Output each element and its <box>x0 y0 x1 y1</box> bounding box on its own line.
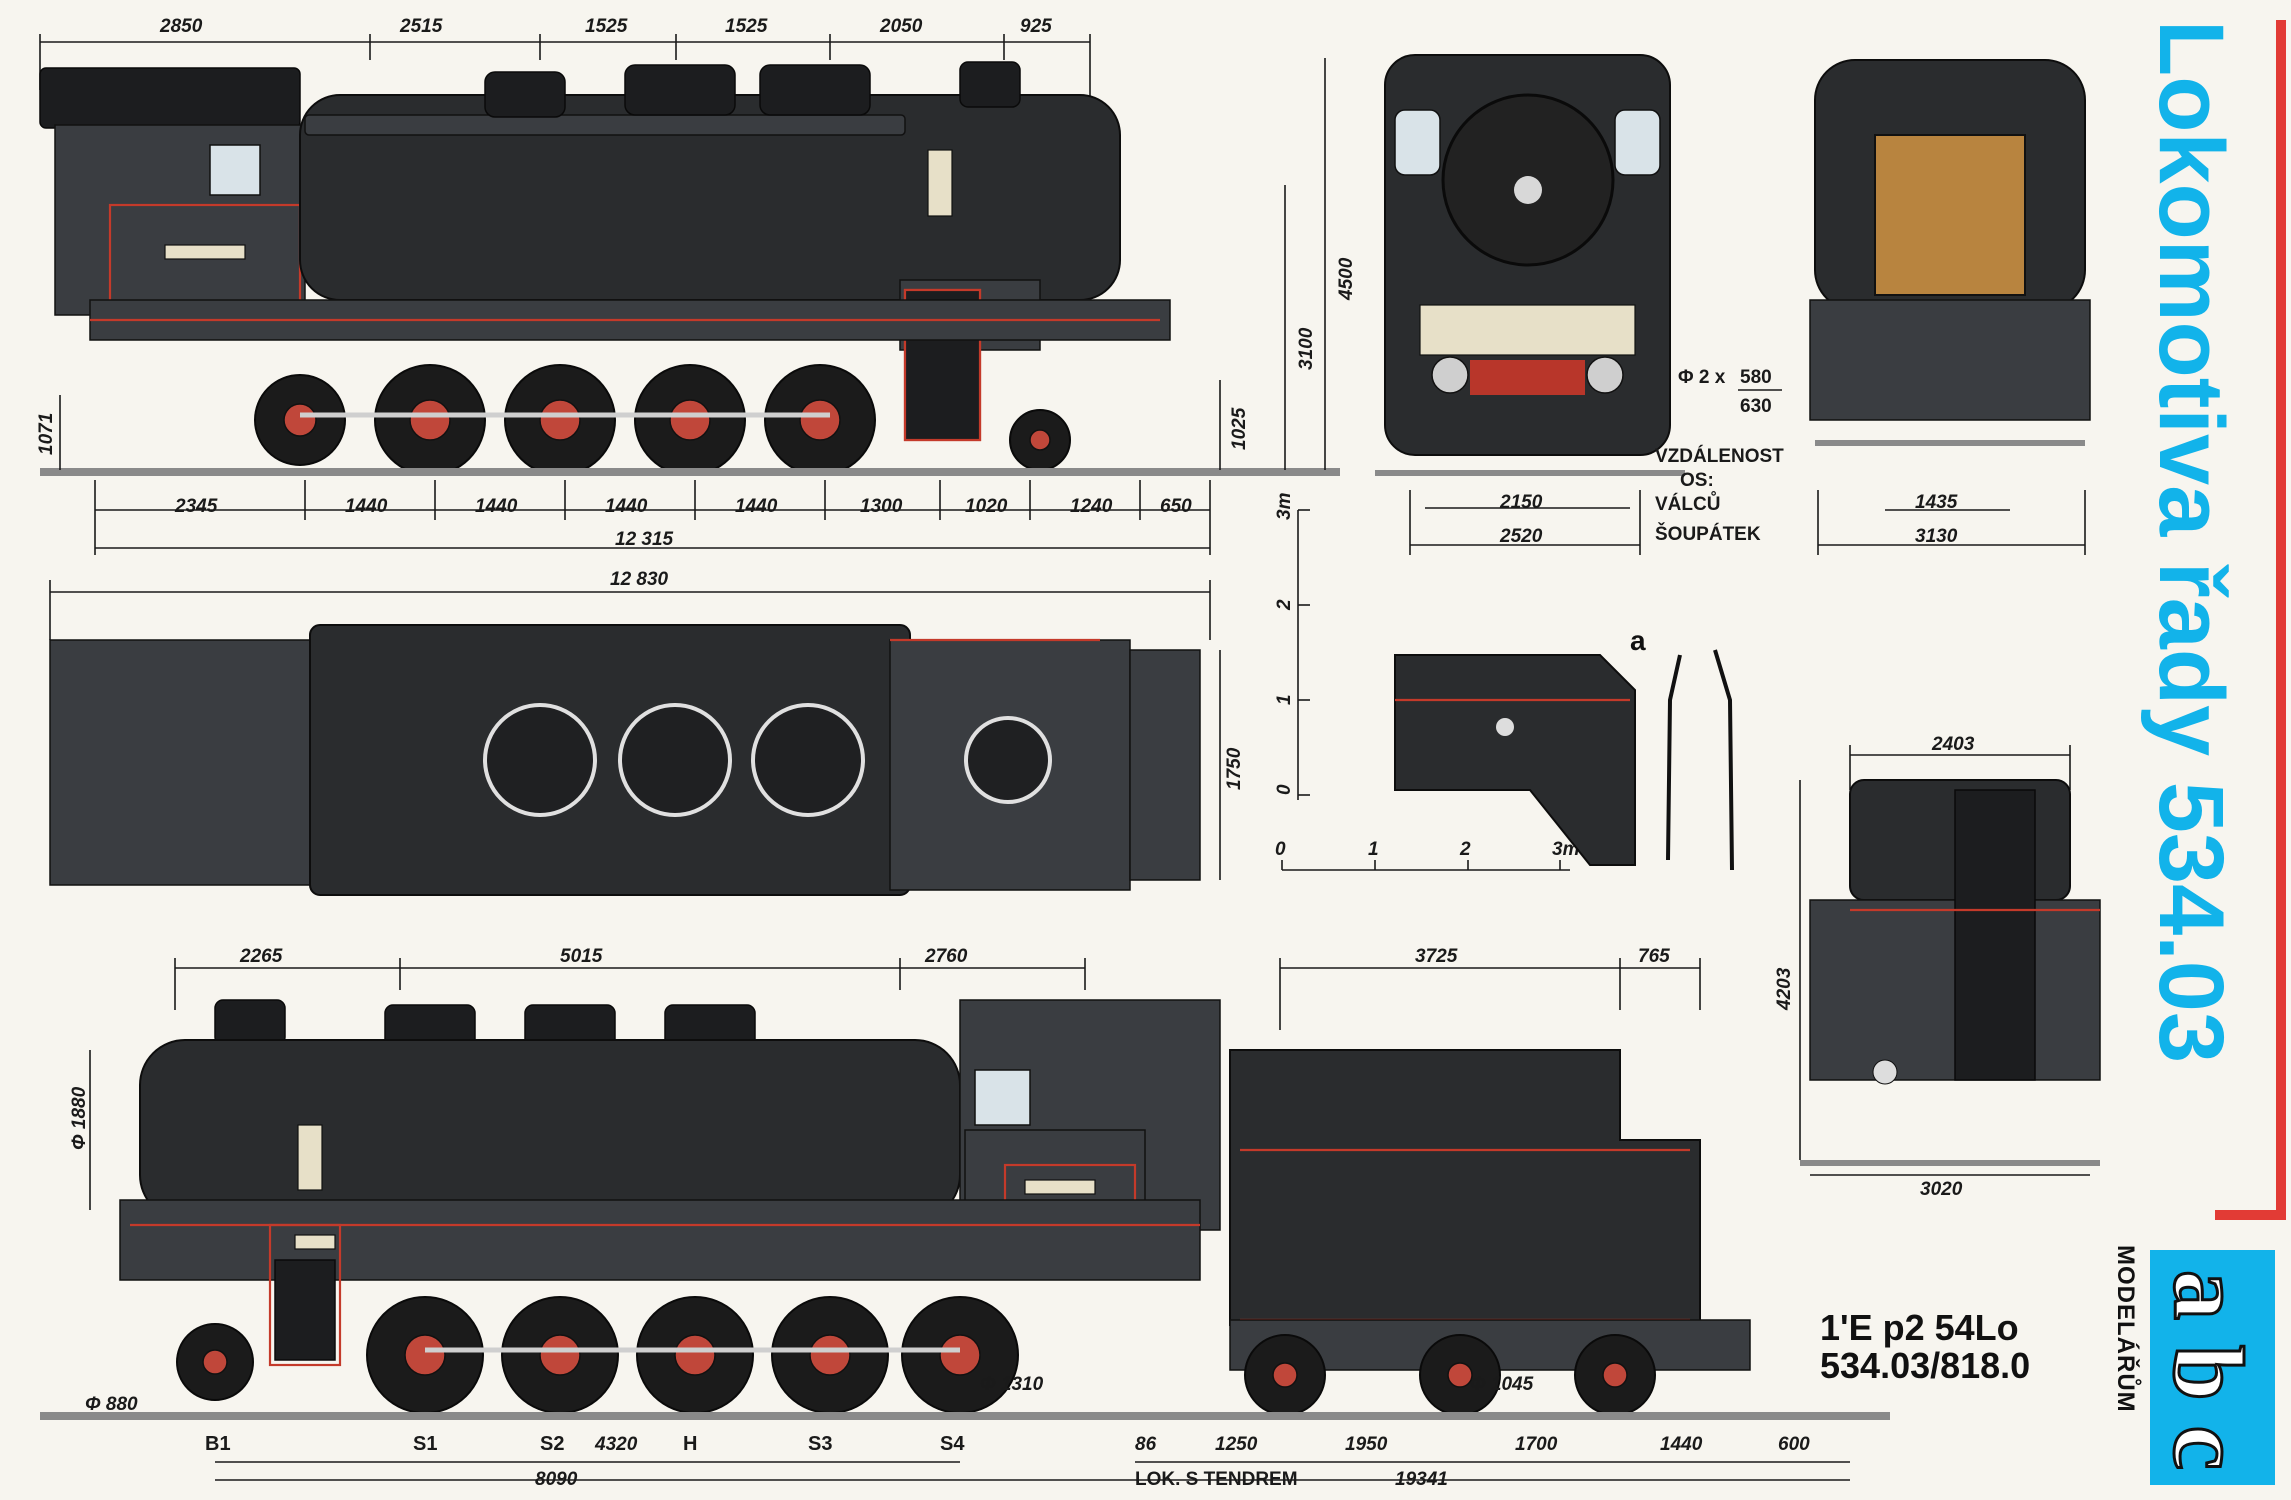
axle-h: H <box>683 1433 697 1455</box>
side-view-top: 2850 2515 1525 1525 2050 925 <box>36 16 1357 555</box>
plan-overall-length: 12 830 <box>610 569 669 590</box>
wb-dim-8090: 8090 <box>535 1469 578 1490</box>
distance-label-4: ŠOUPÁTEK <box>1655 523 1761 545</box>
plan-width: 1750 <box>1224 747 1245 790</box>
hscale-2: 2 <box>1459 839 1471 860</box>
wheel-note-prefix: Φ 2 x <box>1678 367 1726 388</box>
vscale-3: 3m <box>1274 492 1295 520</box>
bot-dim-2: 1440 <box>345 496 388 517</box>
detail-a-label: a <box>1630 625 1646 656</box>
top-dim-5: 2050 <box>879 16 923 37</box>
side-view-bottom: 2265 5015 2760 3725 765 <box>40 946 1890 1490</box>
wb-dim-1440: 1440 <box>1660 1434 1703 1455</box>
hscale-0: 0 <box>1275 839 1286 860</box>
top-plan-view: 12 830 1750 <box>49 569 1245 896</box>
designation-line1: 1'E p2 54Lo <box>1820 1307 2019 1348</box>
top-dim-2: 2515 <box>399 16 443 37</box>
axle-s4: S4 <box>940 1433 965 1455</box>
lower-wheels <box>176 1296 1656 1416</box>
bot-dim-3: 1440 <box>475 496 518 517</box>
axle-s2: S2 <box>540 1433 564 1455</box>
bot-dim-6: 1300 <box>860 496 903 517</box>
wheel-note-top: 580 <box>1740 367 1772 388</box>
front-dim-1: 2150 <box>1499 492 1543 513</box>
vscale-1: 1 <box>1274 694 1295 705</box>
brand-vertical-label: MODELÁŘŮM <box>2112 1245 2142 1413</box>
locomotive-with-tender-illustration <box>40 999 1890 1420</box>
wheel-dim-2: Φ 1045 <box>1470 1374 1534 1395</box>
bot-dim-1: 2345 <box>174 496 218 517</box>
top-dim-4: 1525 <box>725 16 768 37</box>
plan-domes <box>483 703 1052 817</box>
wheel-note-bottom: 630 <box>1740 396 1772 417</box>
lok-tender-label: LOK. S TENDREM <box>1135 1469 1298 1490</box>
wheel-dim-1: Φ 1310 <box>980 1374 1044 1395</box>
rear-view: 1435 3130 <box>1809 59 2091 555</box>
wb-dim-1250: 1250 <box>1215 1434 1258 1455</box>
bot-dim-4: 1440 <box>605 496 648 517</box>
page-title: Lokomotiva řady 534.03 <box>2140 20 2242 1063</box>
wb-dim-1950: 1950 <box>1345 1434 1388 1455</box>
right-height-2: 3100 <box>1296 327 1317 370</box>
abc-logo-text: a b c <box>2153 1270 2264 1470</box>
wb-dim-86: 86 <box>1135 1434 1157 1455</box>
right-height-1: 1025 <box>1229 407 1250 450</box>
bot-dim-5: 1440 <box>735 496 778 517</box>
distance-label-3: VÁLCŮ <box>1655 492 1720 515</box>
top-dim-3: 1525 <box>585 16 628 37</box>
vscale-0: 0 <box>1274 784 1295 795</box>
overall-length-top: 12 315 <box>615 529 674 550</box>
lower-left-dim-2: Φ 880 <box>85 1394 138 1415</box>
lower-top-dim-1: 2265 <box>239 946 283 967</box>
top-dim-1: 2850 <box>159 16 203 37</box>
lower-top-dim-4: 3725 <box>1415 946 1458 967</box>
left-height-dim: 1071 <box>36 413 57 455</box>
wb-dim-19341: 19341 <box>1395 1469 1448 1490</box>
vscale-2: 2 <box>1274 599 1295 611</box>
detail-a: a <box>1394 625 1734 871</box>
wb-dim-1700: 1700 <box>1515 1434 1558 1455</box>
rear-dim-2: 3130 <box>1915 526 1958 547</box>
axle-s3: S3 <box>808 1433 832 1455</box>
axle-b1: B1 <box>205 1433 231 1455</box>
title-strip: Lokomotiva řady 534.03 MODELÁŘŮM a b c <box>2112 20 2286 1485</box>
bottom-dimension-ticks <box>94 480 1211 555</box>
lower-top-dim-2: 5015 <box>560 946 603 967</box>
front-dim-2: 2520 <box>1499 526 1543 547</box>
designation-line2: 534.03/818.0 <box>1820 1345 2030 1386</box>
scale-bars: 0 1 2 3m 0 1 2 3m <box>1274 492 1580 871</box>
distance-label-1: VZDÁLENOST <box>1655 445 1784 467</box>
right-height-3: 4500 <box>1336 257 1357 301</box>
lower-top-dim-3: 2760 <box>924 946 968 967</box>
tender-width-top: 2403 <box>1931 734 1975 755</box>
hscale-1: 1 <box>1368 839 1379 860</box>
distance-label-2: OS: <box>1680 470 1714 491</box>
abc-logo: a b c <box>2150 1250 2275 1485</box>
tender-width-bottom: 3020 <box>1920 1179 1963 1200</box>
wb-dim-4320: 4320 <box>594 1434 638 1455</box>
bot-dim-8: 1240 <box>1070 496 1113 517</box>
locomotive-side-illustration <box>39 61 1340 476</box>
lower-top-dim-5: 765 <box>1638 946 1670 967</box>
bot-dim-7: 1020 <box>965 496 1008 517</box>
top-dim-6: 925 <box>1020 16 1052 37</box>
front-view: 2150 2520 Φ 2 x 580 630 VZDÁLENOST OS: V… <box>1375 54 1784 555</box>
tender-rear-view: 2403 4203 3020 <box>1774 734 2101 1200</box>
top-side-wheels <box>254 364 1071 476</box>
axle-s1: S1 <box>413 1433 437 1455</box>
bot-dim-9: 650 <box>1160 496 1192 517</box>
tender-height: 4203 <box>1774 967 1795 1011</box>
lower-left-dim-1: Φ 1880 <box>69 1086 90 1150</box>
wb-dim-600: 600 <box>1778 1434 1810 1455</box>
rear-dim-1: 1435 <box>1915 492 1958 513</box>
